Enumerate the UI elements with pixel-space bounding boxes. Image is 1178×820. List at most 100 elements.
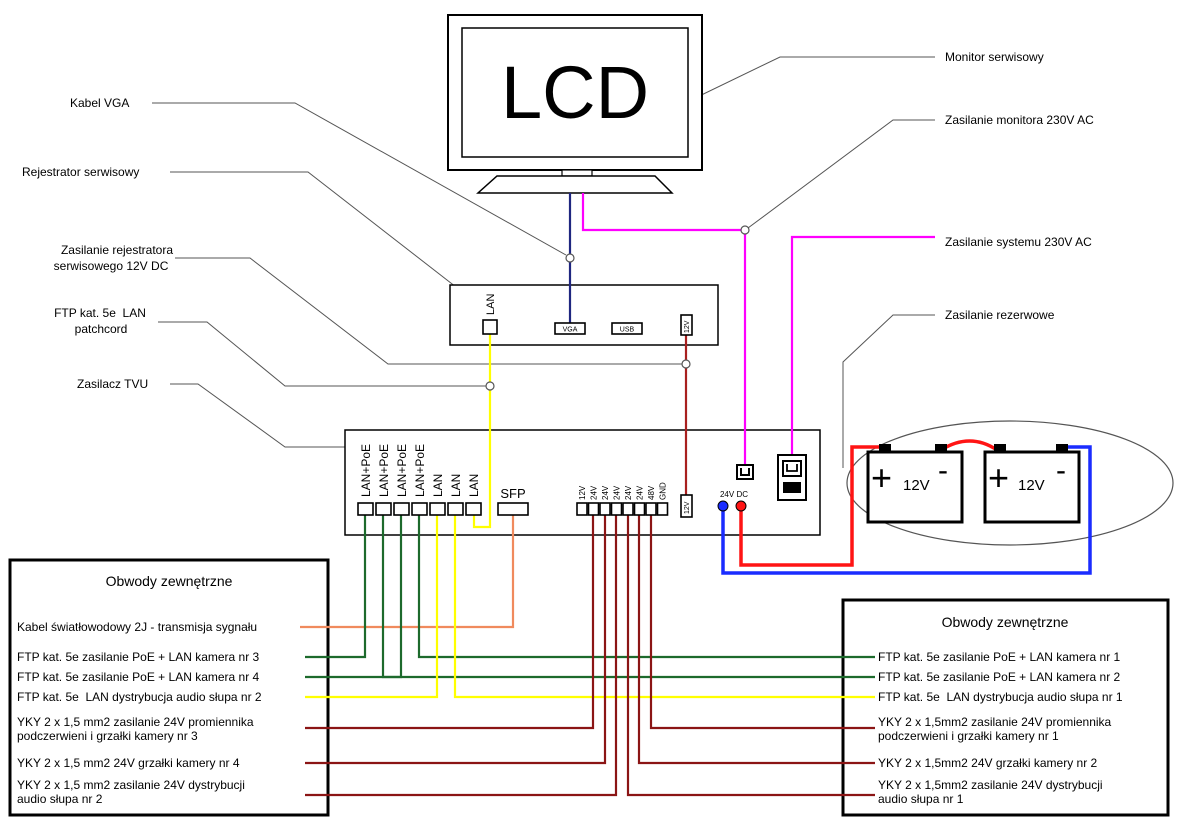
circuit-label: podczerwieni i grzałki kamery nr 1	[878, 729, 1059, 743]
recorder-usb-port	[611, 322, 643, 335]
lan-poe-port	[357, 502, 374, 516]
output-label: 24V	[590, 485, 599, 500]
dc24-wire-audio-1	[626, 515, 875, 797]
circuit-label: podczerwieni i grzałki kamery nr 3	[17, 729, 198, 743]
output-terminal	[656, 502, 669, 516]
monitor-power-marker	[740, 225, 750, 235]
output-terminal	[633, 502, 646, 516]
output-label: GND	[659, 482, 668, 500]
battery-link-wire	[940, 439, 998, 452]
small-socket-contacts	[740, 468, 750, 476]
circuit-label: FTP kat. 5e LAN dystrybucja audio słupa …	[878, 690, 1123, 704]
external-circuits-left: Obwody zewnętrzne Kabel światłowodowy 2J…	[17, 573, 262, 806]
circuit-label: YKY 2 x 1,5 mm2 zasilanie 24V promiennik…	[17, 715, 254, 729]
output-terminal	[576, 502, 588, 516]
callout-system-power: Zasilanie systemu 230V AC	[945, 235, 1092, 249]
callout-patchcord: FTP kat. 5e LAN	[54, 306, 146, 320]
callout-backup-power: Zasilanie rezerwowe	[945, 308, 1055, 322]
circuit-label: YKY 2 x 1,5mm2 zasilanie 24V promiennika	[878, 715, 1112, 729]
tvu-12v-input-port	[680, 494, 693, 518]
dc24-wire-heater-camera-2	[637, 515, 875, 765]
small-socket-body	[736, 464, 754, 480]
external-circuits-right-title: Obwody zewnętrzne	[942, 614, 1069, 630]
external-circuits-right-box	[841, 598, 1170, 817]
output-terminal	[599, 502, 611, 516]
lan-port	[447, 502, 464, 516]
output-terminal	[645, 502, 657, 516]
circuit-label: YKY 2 x 1,5 mm2 zasilanie 24V dystrybucj…	[17, 778, 245, 792]
circuit-label: YKY 2 x 1,5mm2 24V grzałki kamery nr 2	[878, 756, 1098, 770]
poe-port-label: LAN+PoE	[395, 444, 409, 497]
backup-power-group	[846, 420, 1174, 546]
callout-labels: Kabel VGA Rejestrator serwisowy Zasilani…	[22, 50, 1094, 391]
battery-1-negative-terminal	[935, 444, 947, 452]
external-circuits-left-title: Obwody zewnętrzne	[106, 573, 233, 589]
battery-2-plus-sign: +	[988, 457, 1009, 498]
battery-2-positive-terminal	[994, 444, 1006, 452]
lan-port	[429, 502, 446, 516]
dc24-wire-audio-2	[305, 515, 618, 797]
circuit-label: audio słupa nr 1	[878, 792, 964, 806]
dc24-wire-ir-camera-3	[305, 515, 595, 730]
leader-vga-cable	[152, 102, 567, 256]
recorder-lan-label: LAN	[485, 294, 497, 315]
callout-leaders	[152, 56, 935, 468]
large-socket-inlet	[782, 460, 802, 477]
circuit-label: FTP kat. 5e zasilanie PoE + LAN kamera n…	[17, 670, 260, 684]
monitor-screen-label: LCD	[501, 51, 649, 134]
circuit-label: Kabel światłowodowy 2J - transmisja sygn…	[17, 620, 257, 634]
callout-monitor: Monitor serwisowy	[945, 50, 1044, 64]
leader-psu	[170, 383, 345, 448]
output-terminal	[610, 502, 623, 516]
large-socket-contacts	[786, 464, 798, 472]
dc24-wire-ir-camera-1	[649, 515, 875, 730]
output-label: 24V	[636, 485, 645, 500]
lan-port	[465, 502, 482, 516]
recorder-ports: LAN VGA USB 12V	[482, 294, 693, 336]
external-circuits-left-box	[8, 558, 330, 817]
large-socket-switch	[783, 482, 801, 493]
recorder-lan-port	[482, 319, 498, 335]
circuit-label: FTP kat. 5e zasilanie PoE + LAN kamera n…	[17, 650, 260, 664]
callout-psu: Zasilacz TVU	[77, 377, 148, 391]
dc-positive-terminal	[735, 500, 747, 512]
monitor-stand	[476, 175, 674, 194]
system-power-wire	[790, 235, 935, 462]
circuit-label: FTP kat. 5e zasilanie PoE + LAN kamera n…	[878, 670, 1121, 684]
battery-1-voltage: 12V	[903, 477, 930, 494]
circuit-label: YKY 2 x 1,5mm2 zasilanie 24V dystrybucji	[878, 778, 1103, 792]
monitor-screen	[461, 27, 689, 158]
vga-cable-marker	[565, 253, 575, 263]
fiber-wire	[300, 515, 515, 629]
leader-recorder	[170, 171, 457, 288]
lan-poe-port	[393, 502, 410, 516]
poe-wire-camera-1	[417, 515, 875, 659]
lan-patchcord-wire	[472, 334, 492, 529]
lan-port-label: LAN	[467, 474, 481, 497]
battery-2-negative-terminal	[1056, 444, 1068, 452]
lan-wire-audio-1	[453, 515, 875, 699]
battery-1: + - 12V	[866, 444, 964, 524]
output-label: 24V	[624, 485, 633, 500]
dc-input-label: 24V DC	[720, 490, 748, 499]
recorder-usb-label: USB	[620, 327, 635, 334]
callout-patchcord: patchcord	[75, 322, 128, 336]
poe-port-label: LAN+PoE	[359, 444, 373, 497]
battery-2-voltage: 12V	[1018, 477, 1045, 494]
output-label: 12V	[578, 485, 587, 500]
battery-1-body	[866, 450, 964, 524]
leader-patchcord	[158, 321, 486, 387]
lan-port-label: LAN	[431, 474, 445, 497]
recorder-12v-label: 12V	[684, 320, 691, 333]
patchcord-marker	[485, 381, 495, 391]
circuit-label: audio słupa nr 2	[17, 792, 103, 806]
callout-recorder-power: serwisowego 12V DC	[54, 259, 169, 273]
dc-negative-terminal	[717, 500, 729, 512]
battery-1-minus-sign: -	[938, 454, 948, 487]
monitor-neck	[561, 169, 593, 177]
callout-recorder: Rejestrator serwisowy	[22, 165, 139, 179]
leader-monitor-power	[747, 119, 935, 229]
recorder-vga-label: VGA	[563, 327, 578, 334]
lan-poe-port	[411, 502, 428, 516]
lan-port-label: LAN	[449, 474, 463, 497]
